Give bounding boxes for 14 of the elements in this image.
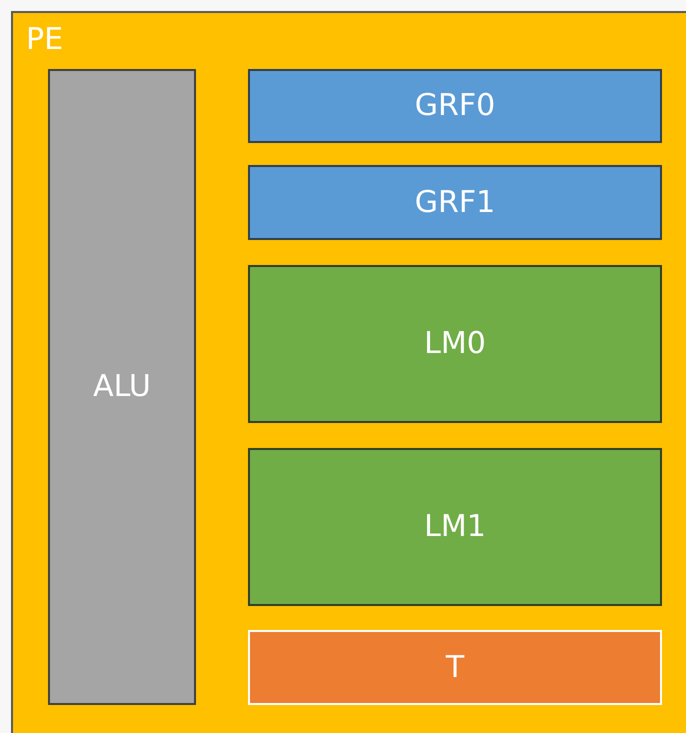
pe-block <box>11 11 686 733</box>
timer-block <box>248 630 662 705</box>
register-file-block <box>248 69 662 143</box>
block-label: T <box>446 652 464 682</box>
local-memory-block <box>248 265 662 423</box>
block-label: GRF1 <box>414 188 496 218</box>
block-label: ALU <box>93 372 151 402</box>
block-label: LM1 <box>424 512 486 542</box>
block-label: LM0 <box>424 329 486 359</box>
alu-block <box>48 69 196 705</box>
block-label: PE <box>26 25 64 55</box>
register-file-block <box>248 165 662 240</box>
local-memory-block <box>248 448 662 606</box>
block-label: GRF0 <box>414 91 496 121</box>
